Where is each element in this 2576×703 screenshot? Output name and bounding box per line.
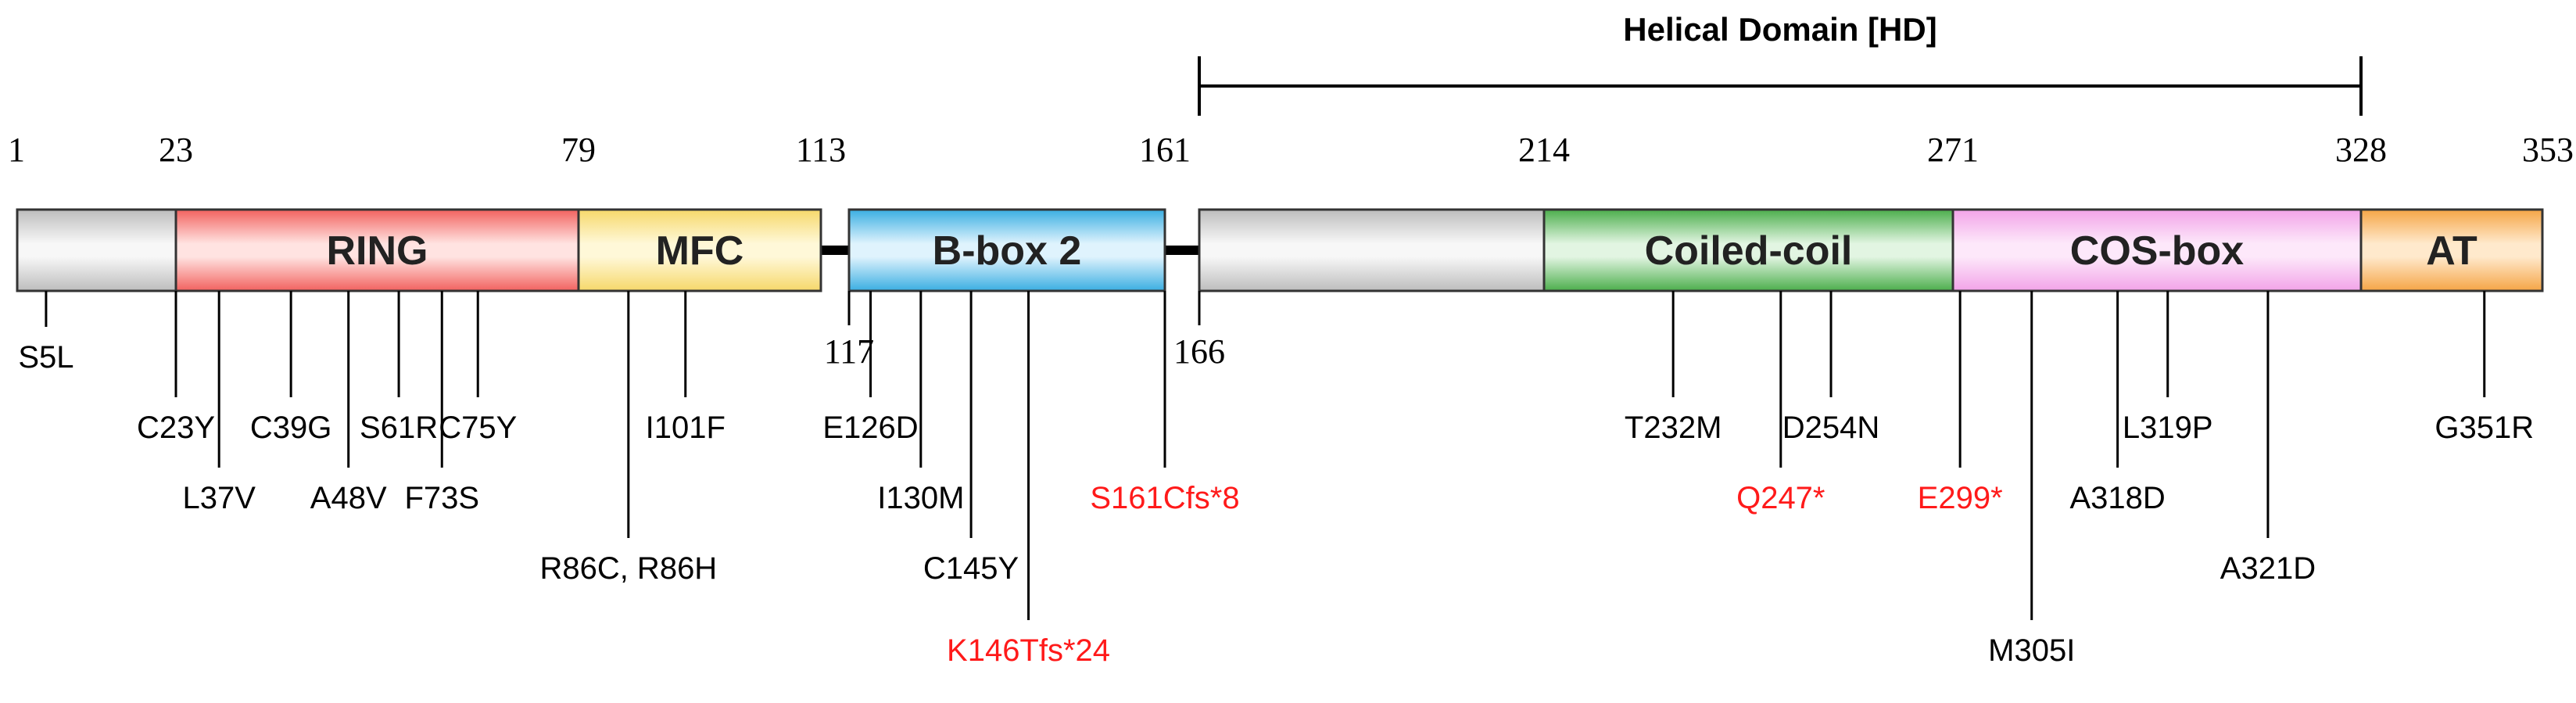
mutation-label: A318D: [2069, 481, 2165, 515]
mutation-label: Q247*: [1736, 481, 1825, 515]
mutation-label: A321D: [2220, 551, 2316, 586]
mutation-label: C75Y: [439, 411, 517, 445]
position-tick-top: 1: [8, 131, 25, 169]
domain-at: [2359, 208, 2544, 292]
mutation-label: S61R: [360, 411, 438, 445]
mutation-label: S5L: [18, 340, 73, 375]
position-tick-top: 79: [561, 131, 596, 169]
mutation-label: E126D: [822, 411, 918, 445]
mutation-label: I101F: [646, 411, 726, 445]
domain-label-at: AT: [2426, 228, 2477, 274]
position-tick-top: 271: [1927, 131, 1979, 169]
mutation-label: A48V: [310, 481, 387, 515]
domain-label-bbox2: B-box 2: [933, 228, 1082, 274]
mutation-label: C39G: [250, 411, 332, 445]
mutation-label: I130M: [877, 481, 964, 515]
mutation-label: K146Tfs*24: [947, 633, 1110, 668]
mutation-label: F73S: [404, 481, 479, 515]
mutation-label: C23Y: [137, 411, 215, 445]
domain-cos-box: [1951, 208, 2363, 292]
position-tick-bottom: 166: [1173, 332, 1225, 371]
mutation-label: D254N: [1782, 411, 1880, 445]
domain-hd-unlabeled: [1198, 208, 1546, 292]
domain-label-cos-box: COS-box: [2070, 228, 2245, 274]
position-tick-top: 23: [159, 131, 193, 169]
mutation-label: E299*: [1918, 481, 2003, 515]
mutation-label: C145Y: [923, 551, 1019, 586]
mutation-label: G351R: [2434, 411, 2534, 445]
position-tick-top: 161: [1139, 131, 1191, 169]
domain-mfc: [577, 208, 822, 292]
mutation-label: S161Cfs*8: [1090, 481, 1239, 515]
mutation-label: M305I: [1988, 633, 2075, 668]
domain-label-mfc: MFC: [656, 228, 744, 274]
position-tick-top: 113: [796, 131, 846, 169]
helical-domain-title: Helical Domain [HD]: [1623, 11, 1936, 48]
domain-ring: [174, 208, 580, 292]
helical-domain-annotation: Helical Domain [HD]: [1198, 11, 2363, 116]
domain-label-coiled-coil: Coiled-coil: [1645, 228, 1853, 274]
position-tick-top: 328: [2335, 131, 2387, 169]
position-tick-bottom: 117: [824, 332, 874, 371]
mutation-group: S5L C23Y L37V C39G A48V S61R F73S C75Y R86C, R86…: [18, 291, 2534, 668]
mutation-label: L319P: [2123, 411, 2213, 445]
mutation-label: L37V: [182, 481, 256, 515]
position-ticks: 1 23 79 113 161 214 271 328 353 117 166: [8, 131, 2574, 371]
domain-bbox2: [847, 208, 1166, 292]
mutation-label: T232M: [1625, 411, 1722, 445]
domain-n-term: [16, 208, 177, 292]
domain-label-ring: RING: [327, 228, 428, 274]
mutation-label: R86C, R86H: [539, 551, 717, 586]
position-tick-top: 214: [1518, 131, 1570, 169]
position-tick-top: 353: [2522, 131, 2574, 169]
domain-track: RING MFC B-box 2 Coiled-coil COS-box AT: [16, 208, 2544, 292]
